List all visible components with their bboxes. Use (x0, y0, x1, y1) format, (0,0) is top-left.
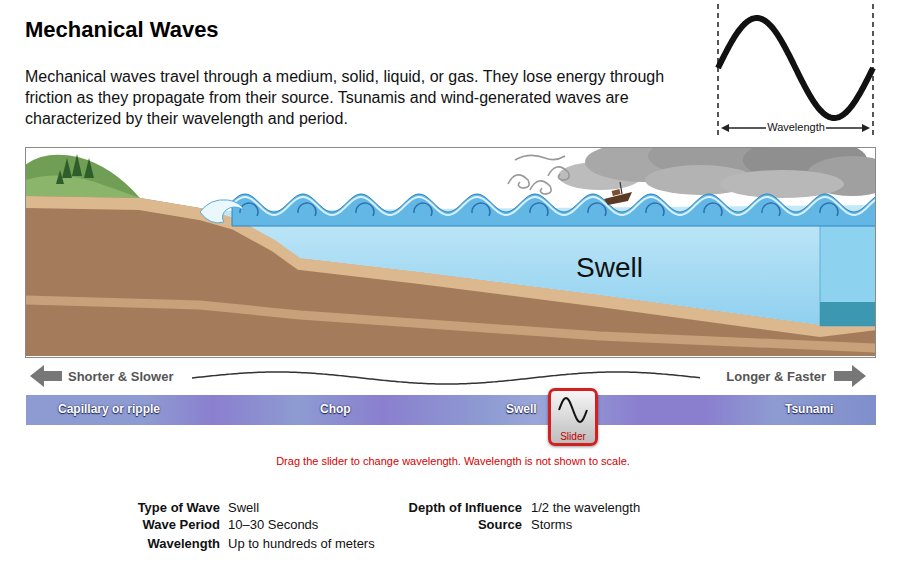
water-section (820, 302, 875, 326)
field-value: Swell (228, 500, 259, 516)
direction-label: Shorter & Slower (68, 369, 173, 385)
tree (62, 158, 72, 178)
arrow-head (721, 124, 729, 132)
title: Mechanical Waves (25, 16, 219, 44)
breaking-wave (200, 200, 244, 223)
orbit-arrow (762, 203, 780, 216)
wave-type-label: Capillary or ripple (58, 402, 160, 416)
orbit-arrow (298, 203, 316, 216)
field-name: Wavelength (80, 536, 220, 552)
arrow-head (862, 124, 870, 132)
tree (72, 154, 82, 176)
water-section (820, 214, 875, 326)
wind-swirl (530, 181, 551, 194)
field-name: Type of Wave (80, 500, 220, 516)
field-name: Source (362, 517, 522, 533)
wind-swirl (515, 155, 565, 160)
wind-swirl (508, 175, 529, 188)
tree (56, 170, 64, 184)
boat (612, 189, 621, 196)
field-name: Depth of Influence (362, 500, 522, 516)
orbit-arrow (820, 203, 838, 216)
orbit-arrows (240, 203, 838, 216)
orbit-arrow (414, 203, 432, 216)
dimension-label: Wavelength (766, 121, 826, 135)
orbit-arrow (530, 203, 548, 216)
boat (620, 182, 622, 194)
scene (26, 148, 875, 356)
swell-highlight (232, 197, 875, 215)
field-value: Up to hundreds of meters (228, 536, 375, 552)
sine-icon (559, 398, 587, 422)
orbit-arrow (472, 203, 490, 216)
slider-handle: Slider (548, 388, 598, 446)
tree (84, 158, 94, 178)
scene-label: Swell (576, 250, 643, 285)
direction-arrow (30, 365, 62, 387)
orbit-arrow (588, 203, 606, 216)
orbit-arrow (704, 203, 722, 216)
wave-type-label: Tsunami (785, 402, 833, 416)
wave-type-label: Swell (506, 402, 537, 416)
orbit-arrow (356, 203, 374, 216)
slider-icon (551, 393, 595, 427)
dashed-marker (717, 4, 719, 136)
slider-label: Slider (551, 431, 595, 442)
wind-swirl (548, 167, 569, 180)
sine-wave (718, 18, 873, 118)
direction-arrow (834, 365, 866, 387)
wave-type-band: Capillary or rippleChopSwellTsunamiSlide… (26, 395, 876, 425)
field-value: Storms (531, 517, 572, 533)
field-value: 10–30 Seconds (228, 517, 318, 533)
wavy-line (192, 372, 700, 384)
direction-label: Longer & Faster (640, 369, 826, 385)
field-value: 1/2 the wavelength (531, 500, 640, 516)
wave-type-label: Chop (320, 402, 351, 416)
swell-surface (232, 194, 875, 226)
instruction-note: Drag the slider to change wavelength. Wa… (150, 455, 756, 469)
intro-text: Mechanical waves travel through a medium… (25, 66, 690, 129)
orbit-arrow (646, 203, 664, 216)
hill (26, 155, 140, 200)
illustration-frame (26, 148, 876, 358)
field-name: Wave Period (80, 517, 220, 533)
